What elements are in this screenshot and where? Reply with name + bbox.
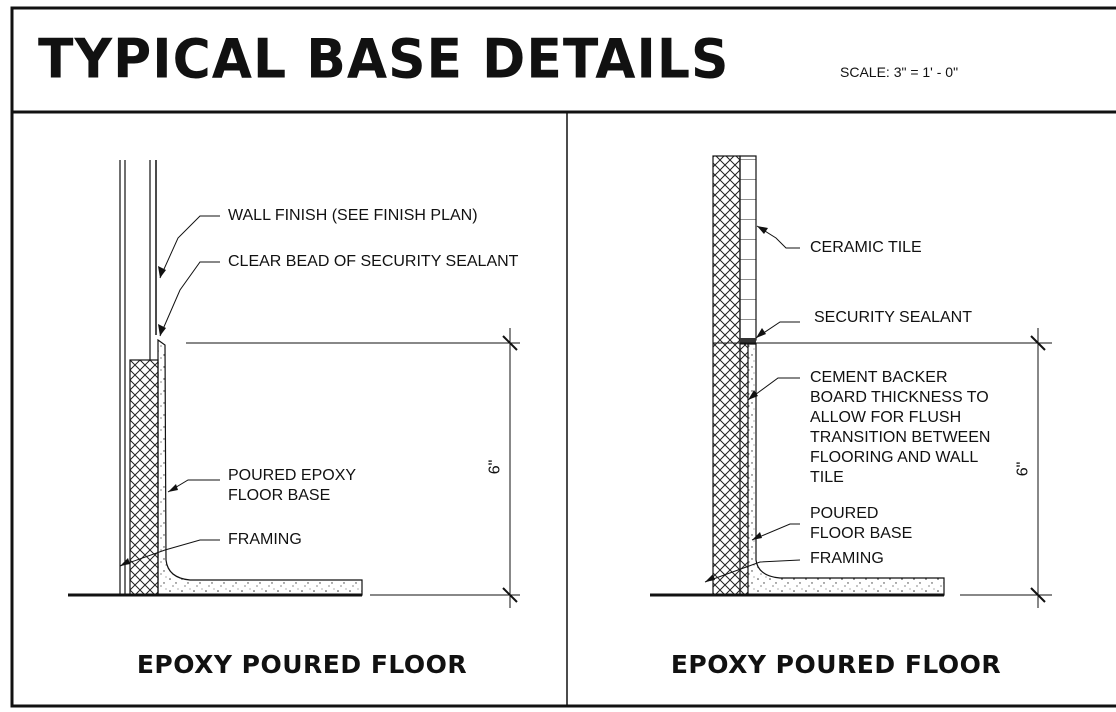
label-clear-bead-sealant: CLEAR BEAD OF SECURITY SEALANT (228, 253, 519, 270)
label-backer-4: TRANSITION BETWEEN (810, 429, 991, 446)
label-backer-5: FLOORING AND WALL (810, 449, 979, 466)
caption-left: EPOXY POURED FLOOR (136, 650, 468, 679)
right-detail (650, 155, 1052, 608)
label-backer-2: BOARD THICKNESS TO (810, 389, 989, 406)
label-backer-6: TILE (810, 469, 844, 486)
page-title: TYPICAL BASE DETAILS (38, 28, 730, 91)
label-backer-1: CEMENT BACKER (810, 369, 948, 386)
caption-right: EPOXY POURED FLOOR (670, 650, 1002, 679)
label-framing-right: FRAMING (810, 550, 884, 567)
label-floor-base: FLOOR BASE (810, 525, 913, 542)
sheet-frame (10, 6, 1116, 708)
label-poured-epoxy-1: POURED EPOXY (228, 467, 357, 484)
label-ceramic-tile: CERAMIC TILE (810, 239, 922, 256)
label-backer-3: ALLOW FOR FLUSH (810, 409, 962, 426)
label-wall-finish: WALL FINISH (SEE FINISH PLAN) (228, 207, 478, 224)
label-poured-epoxy-2: FLOOR BASE (228, 487, 331, 504)
label-poured-1: POURED (810, 505, 879, 522)
scale-note: SCALE: 3" = 1' - 0" (840, 64, 959, 80)
dimension-left: 6" (486, 459, 504, 475)
left-detail (68, 160, 520, 608)
dimension-right: 6" (1014, 461, 1032, 477)
label-security-sealant: SECURITY SEALANT (814, 309, 972, 326)
label-framing-left: FRAMING (228, 531, 302, 548)
